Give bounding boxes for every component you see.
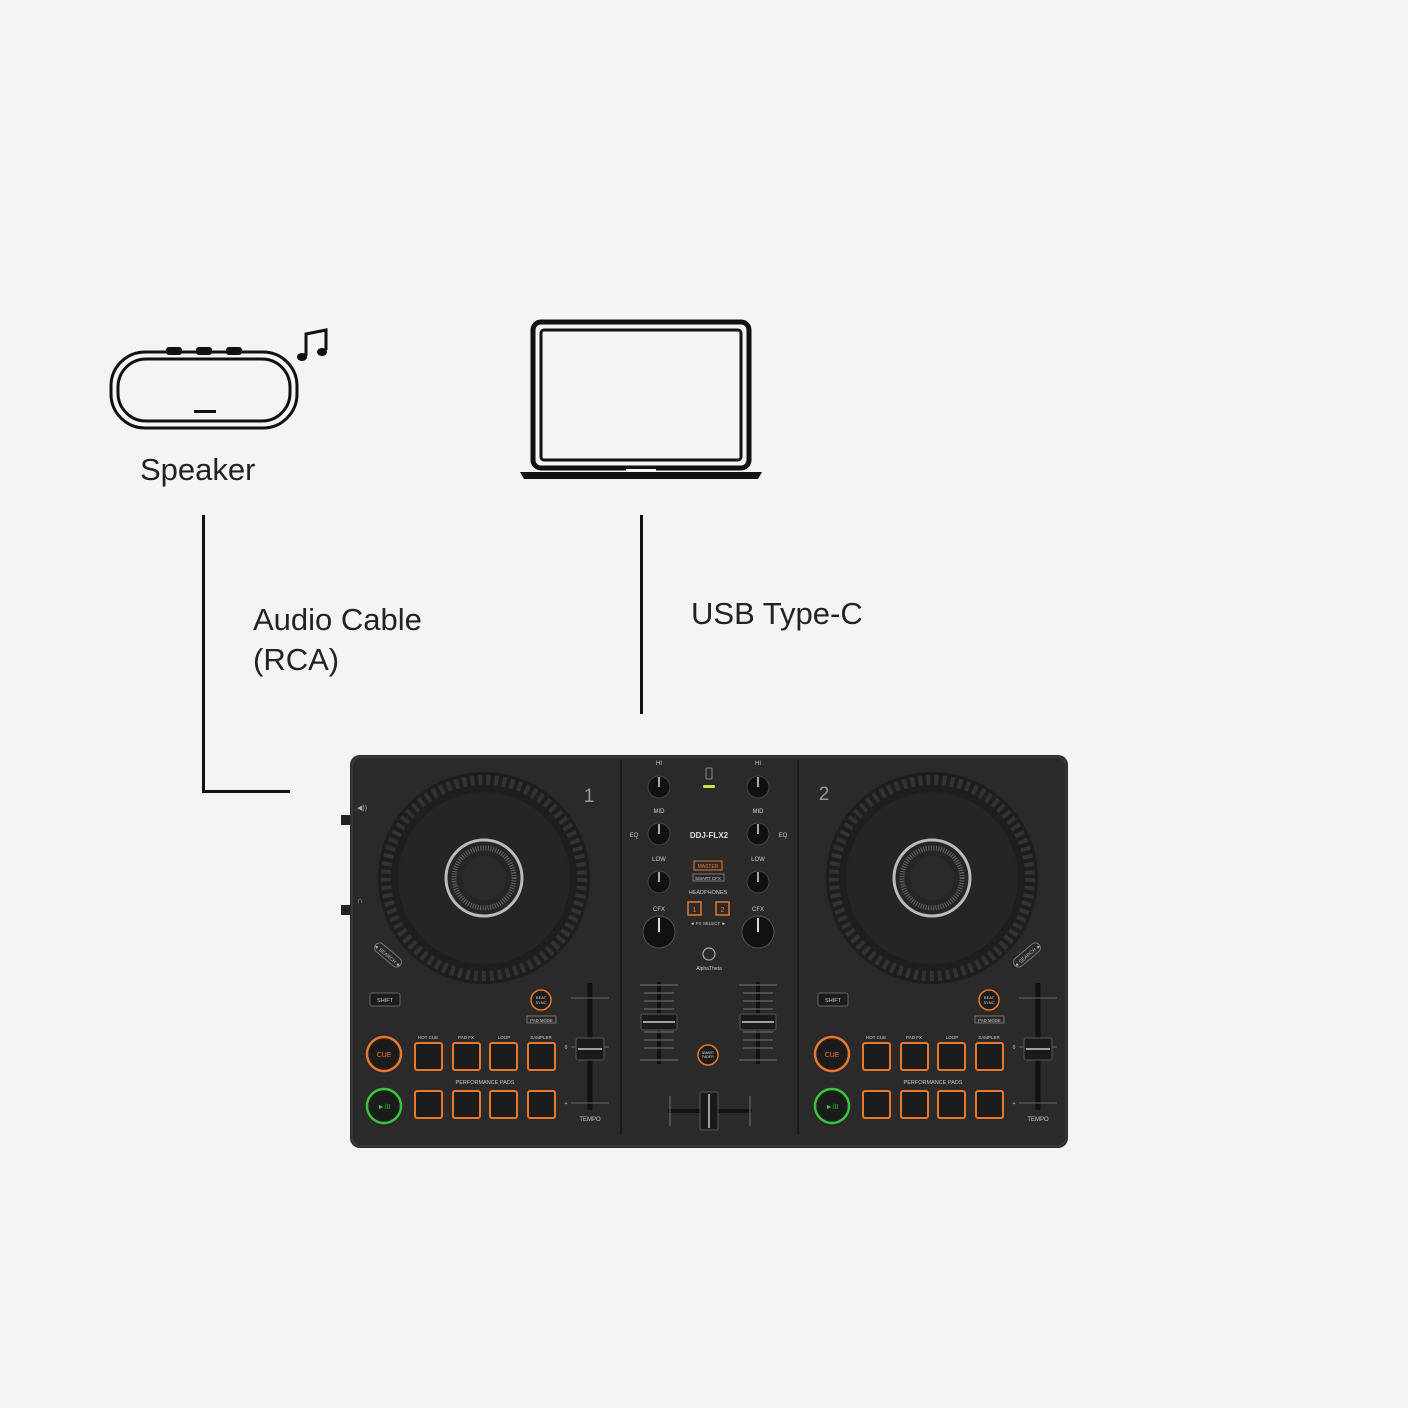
svg-text:LOW: LOW [751, 857, 765, 863]
svg-text:►/II: ►/II [378, 1104, 391, 1111]
shift-button-left[interactable]: SHIFT [369, 992, 401, 1007]
svg-text:SYNC: SYNC [983, 1000, 994, 1005]
alphatheta-logo-icon [702, 947, 716, 961]
play-pause-button-right[interactable]: ►/II [813, 1087, 851, 1125]
svg-text:LOW: LOW [652, 857, 666, 863]
dj-controller: ◀)) ∩ ◄ SEARCH ► ◄ SEARC [341, 755, 1068, 1148]
svg-text:SYNC: SYNC [535, 1000, 546, 1005]
usb-type-c-label: USB Type-C [691, 596, 863, 631]
brand-label: AlphaTheta [696, 966, 722, 972]
svg-text:HOT CUE: HOT CUE [866, 1035, 886, 1040]
headphones-label: HEADPHONES [689, 890, 728, 896]
mixer-knobs-left[interactable]: HI MID LOW CFX EQ [630, 761, 676, 949]
svg-text:0: 0 [565, 1045, 568, 1051]
svg-text:PERFORMANCE PADS: PERFORMANCE PADS [904, 1080, 963, 1086]
audio-cable-label-line2: (RCA) [253, 642, 340, 677]
play-pause-button-left[interactable]: ►/II [365, 1087, 403, 1125]
svg-text:TEMPO: TEMPO [579, 1117, 601, 1123]
beat-sync-button-left[interactable]: BEAT SYNC PAD MODE [526, 989, 557, 1024]
smart-cfx-label: SMART CFX [695, 876, 721, 881]
jog-wheel-right[interactable] [826, 772, 1038, 984]
headphone-cue-1[interactable] [687, 901, 702, 916]
cue-button-right[interactable]: CUE [813, 1035, 851, 1073]
svg-text:∩: ∩ [357, 896, 363, 905]
audio-cable-line-vertical [202, 515, 205, 793]
model-name: DDJ-FLX2 [690, 831, 729, 840]
tempo-slider-left[interactable]: 0 + TEMPO [565, 983, 609, 1123]
svg-text:PAD MODE: PAD MODE [978, 1018, 1001, 1023]
audio-cable-label-line1: Audio Cable [253, 602, 422, 637]
laptop-icon [520, 319, 762, 479]
svg-text:◀)): ◀)) [357, 805, 367, 812]
svg-text:PERFORMANCE PADS: PERFORMANCE PADS [456, 1080, 515, 1086]
svg-text:0: 0 [1013, 1045, 1016, 1051]
svg-text:BEAT: BEAT [536, 995, 547, 1000]
svg-text:+: + [565, 1101, 568, 1107]
svg-text:2: 2 [721, 907, 725, 914]
tempo-slider-right[interactable]: 0 + TEMPO [1013, 983, 1057, 1123]
svg-text:MID: MID [753, 809, 765, 815]
svg-text:SAMPLER: SAMPLER [530, 1035, 552, 1040]
deck-1-number: 1 [584, 786, 595, 807]
svg-text:FADER: FADER [702, 1055, 714, 1059]
svg-text:1: 1 [693, 907, 697, 914]
svg-text:MID: MID [654, 809, 666, 815]
usb-cable-line [640, 515, 643, 714]
mixer-knobs-right[interactable]: HI MID LOW CFX EQ [741, 761, 788, 949]
svg-text:TEMPO: TEMPO [1027, 1117, 1049, 1123]
speaker-label: Speaker [140, 452, 256, 487]
svg-text:SAMPLER: SAMPLER [978, 1035, 1000, 1040]
shift-button-right[interactable]: SHIFT [817, 992, 849, 1007]
svg-text:EQ: EQ [630, 833, 639, 839]
svg-text:HOT CUE: HOT CUE [418, 1035, 438, 1040]
speaker-icon [109, 347, 299, 430]
svg-text:►/II: ►/II [826, 1104, 839, 1111]
deck-2-number: 2 [819, 784, 830, 805]
fx-select-label: ◄ FX SELECT ► [690, 921, 726, 926]
svg-text:+: + [1013, 1101, 1016, 1107]
cue-button-left[interactable]: CUE [365, 1035, 403, 1073]
beat-sync-button-right[interactable]: BEAT SYNC PAD MODE [974, 989, 1005, 1024]
smart-fader-button[interactable]: SMART FADER [697, 1044, 719, 1066]
svg-text:CFX: CFX [653, 907, 665, 913]
svg-text:HI: HI [755, 761, 761, 767]
svg-text:SMART: SMART [702, 1051, 715, 1055]
svg-text:PAD FX: PAD FX [458, 1035, 474, 1040]
svg-text:SHIFT: SHIFT [377, 998, 394, 1004]
svg-text:HI: HI [656, 761, 662, 767]
jog-wheel-left[interactable] [378, 772, 590, 984]
channel-fader-left[interactable] [640, 982, 678, 1064]
crossfader[interactable] [668, 1091, 752, 1131]
svg-text:LOOP: LOOP [498, 1035, 511, 1040]
svg-text:CUE: CUE [825, 1052, 840, 1059]
svg-text:EQ: EQ [779, 833, 788, 839]
svg-text:PAD FX: PAD FX [906, 1035, 922, 1040]
svg-text:PAD MODE: PAD MODE [530, 1018, 553, 1023]
svg-text:CFX: CFX [752, 907, 764, 913]
pads-left[interactable] [414, 1042, 556, 1119]
music-note-icon [297, 328, 328, 361]
svg-text:LOOP: LOOP [946, 1035, 959, 1040]
svg-text:BEAT: BEAT [984, 995, 995, 1000]
pads-right[interactable] [862, 1042, 1004, 1119]
headphone-cue-2[interactable] [715, 901, 730, 916]
svg-text:SHIFT: SHIFT [825, 998, 842, 1004]
svg-text:CUE: CUE [377, 1052, 392, 1059]
channel-fader-right[interactable] [739, 982, 777, 1064]
audio-cable-line-horizontal [202, 790, 290, 793]
master-label: MASTER [698, 864, 719, 870]
